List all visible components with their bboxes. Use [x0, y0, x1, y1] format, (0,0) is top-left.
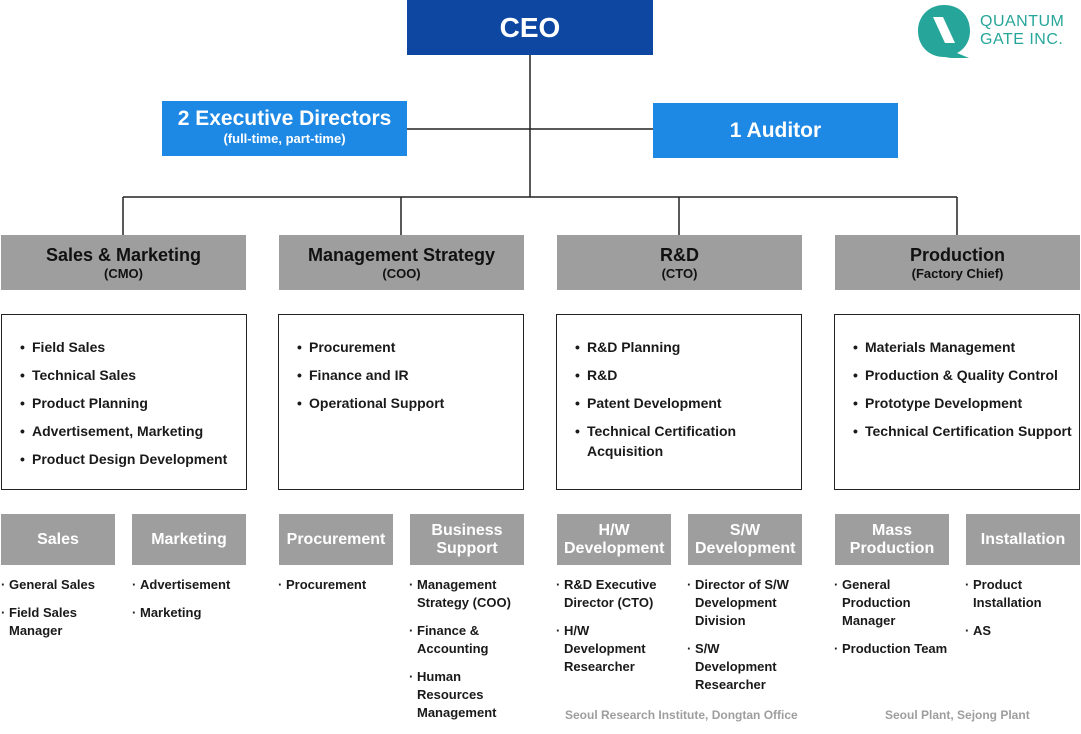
- team-box-hw-development: H/W Development: [557, 514, 671, 565]
- team-box-sales: Sales: [1, 514, 115, 565]
- duty-item: R&D Planning: [575, 337, 801, 357]
- duty-item: Operational Support: [297, 393, 523, 413]
- department-title: R&D: [660, 245, 699, 265]
- duties-box-sales-marketing: Field Sales Technical Sales Product Plan…: [1, 314, 247, 490]
- team-member: Management Strategy (COO): [409, 576, 517, 612]
- department-subtitle: (CTO): [661, 266, 698, 281]
- team-box-business-support: Business Support: [410, 514, 524, 565]
- team-member: General Production Manager: [834, 576, 922, 630]
- team-member: Marketing: [132, 604, 247, 622]
- team-label: Sales: [37, 530, 79, 548]
- duty-item: Product Design Development: [20, 449, 246, 469]
- auditor-label: 1 Auditor: [729, 118, 822, 142]
- team-label: Installation: [980, 530, 1066, 548]
- team-label: Mass Production: [849, 521, 935, 557]
- team-box-mass-production: Mass Production: [835, 514, 949, 565]
- duty-item: Materials Management: [853, 337, 1079, 357]
- team-member: Field Sales Manager: [1, 604, 89, 640]
- team-label: Procurement: [286, 530, 386, 548]
- duty-item: Advertisement, Marketing: [20, 421, 246, 441]
- duty-item: Procurement: [297, 337, 523, 357]
- duty-item: Finance and IR: [297, 365, 523, 385]
- department-title: Management Strategy: [307, 245, 496, 265]
- ceo-label: CEO: [499, 11, 561, 43]
- team-members-sales: General Sales Field Sales Manager: [1, 576, 116, 650]
- duties-box-management-strategy: Procurement Finance and IR Operational S…: [278, 314, 524, 490]
- department-sales-marketing: Sales & Marketing (CMO): [1, 235, 246, 290]
- duty-item: Production & Quality Control: [853, 365, 1079, 385]
- department-title: Sales & Marketing: [45, 245, 202, 265]
- team-members-marketing: Advertisement Marketing: [132, 576, 247, 632]
- department-management-strategy: Management Strategy (COO): [279, 235, 524, 290]
- duty-item: Technical Certification Support: [853, 421, 1079, 441]
- team-member: Finance & Accounting: [409, 622, 497, 658]
- duties-box-rnd: R&D Planning R&D Patent Development Tech…: [556, 314, 802, 490]
- team-members-business-support: Management Strategy (COO) Finance & Acco…: [409, 576, 524, 732]
- department-subtitle: (Factory Chief): [911, 266, 1004, 281]
- team-members-mass-production: General Production Manager Production Te…: [834, 576, 949, 668]
- team-member: General Sales: [1, 576, 116, 594]
- team-member: Advertisement: [132, 576, 247, 594]
- company-logo: QUANTUM GATE INC.: [916, 3, 1078, 59]
- duty-item: Product Planning: [20, 393, 246, 413]
- department-title: Production: [910, 245, 1005, 265]
- team-members-hw-development: R&D Executive Director (CTO) H/W Develop…: [556, 576, 671, 686]
- team-member: Product Installation: [965, 576, 1053, 612]
- department-production: Production (Factory Chief): [835, 235, 1080, 290]
- team-member: H/W Development Researcher: [556, 622, 654, 676]
- executive-directors-box: 2 Executive Directors (full-time, part-t…: [162, 101, 407, 156]
- team-members-sw-development: Director of S/W Development Division S/W…: [687, 576, 802, 704]
- team-member: Production Team: [834, 640, 949, 658]
- logo-text-line2: GATE INC.: [980, 31, 1064, 48]
- department-rnd: R&D (CTO): [557, 235, 802, 290]
- team-member: R&D Executive Director (CTO): [556, 576, 664, 612]
- team-box-installation: Installation: [966, 514, 1080, 565]
- location-note-rnd: Seoul Research Institute, Dongtan Office: [565, 708, 798, 722]
- team-member: AS: [965, 622, 1080, 640]
- executive-directors-subtitle: (full-time, part-time): [223, 131, 346, 146]
- team-label: Business Support: [431, 521, 503, 557]
- team-member: S/W Development Researcher: [687, 640, 785, 694]
- department-subtitle: (CMO): [104, 266, 143, 281]
- team-label: S/W Development: [695, 521, 796, 557]
- duty-item: R&D: [575, 365, 801, 385]
- team-box-sw-development: S/W Development: [688, 514, 802, 565]
- duties-box-production: Materials Management Production & Qualit…: [834, 314, 1080, 490]
- team-member: Director of S/W Development Division: [687, 576, 795, 630]
- executive-directors-title: 2 Executive Directors: [177, 107, 392, 130]
- logo-text-line1: QUANTUM: [980, 13, 1065, 30]
- team-members-procurement: Procurement: [278, 576, 393, 604]
- team-box-procurement: Procurement: [279, 514, 393, 565]
- duty-item: Patent Development: [575, 393, 801, 413]
- duty-item: Field Sales: [20, 337, 246, 357]
- duty-item: Prototype Development: [853, 393, 1079, 413]
- team-member: Procurement: [278, 576, 393, 594]
- duty-item: Technical Certification Acquisition: [575, 421, 752, 461]
- duty-item: Technical Sales: [20, 365, 246, 385]
- team-members-installation: Product Installation AS: [965, 576, 1080, 650]
- ceo-box: CEO: [407, 0, 653, 55]
- location-note-production: Seoul Plant, Sejong Plant: [885, 708, 1030, 722]
- department-subtitle: (COO): [382, 266, 421, 281]
- quantum-gate-logo-icon: [918, 5, 970, 58]
- team-box-marketing: Marketing: [132, 514, 246, 565]
- team-label: Marketing: [151, 530, 227, 548]
- team-label: H/W Development: [564, 521, 665, 557]
- auditor-box: 1 Auditor: [653, 103, 898, 158]
- team-member: Human Resources Management: [409, 668, 507, 722]
